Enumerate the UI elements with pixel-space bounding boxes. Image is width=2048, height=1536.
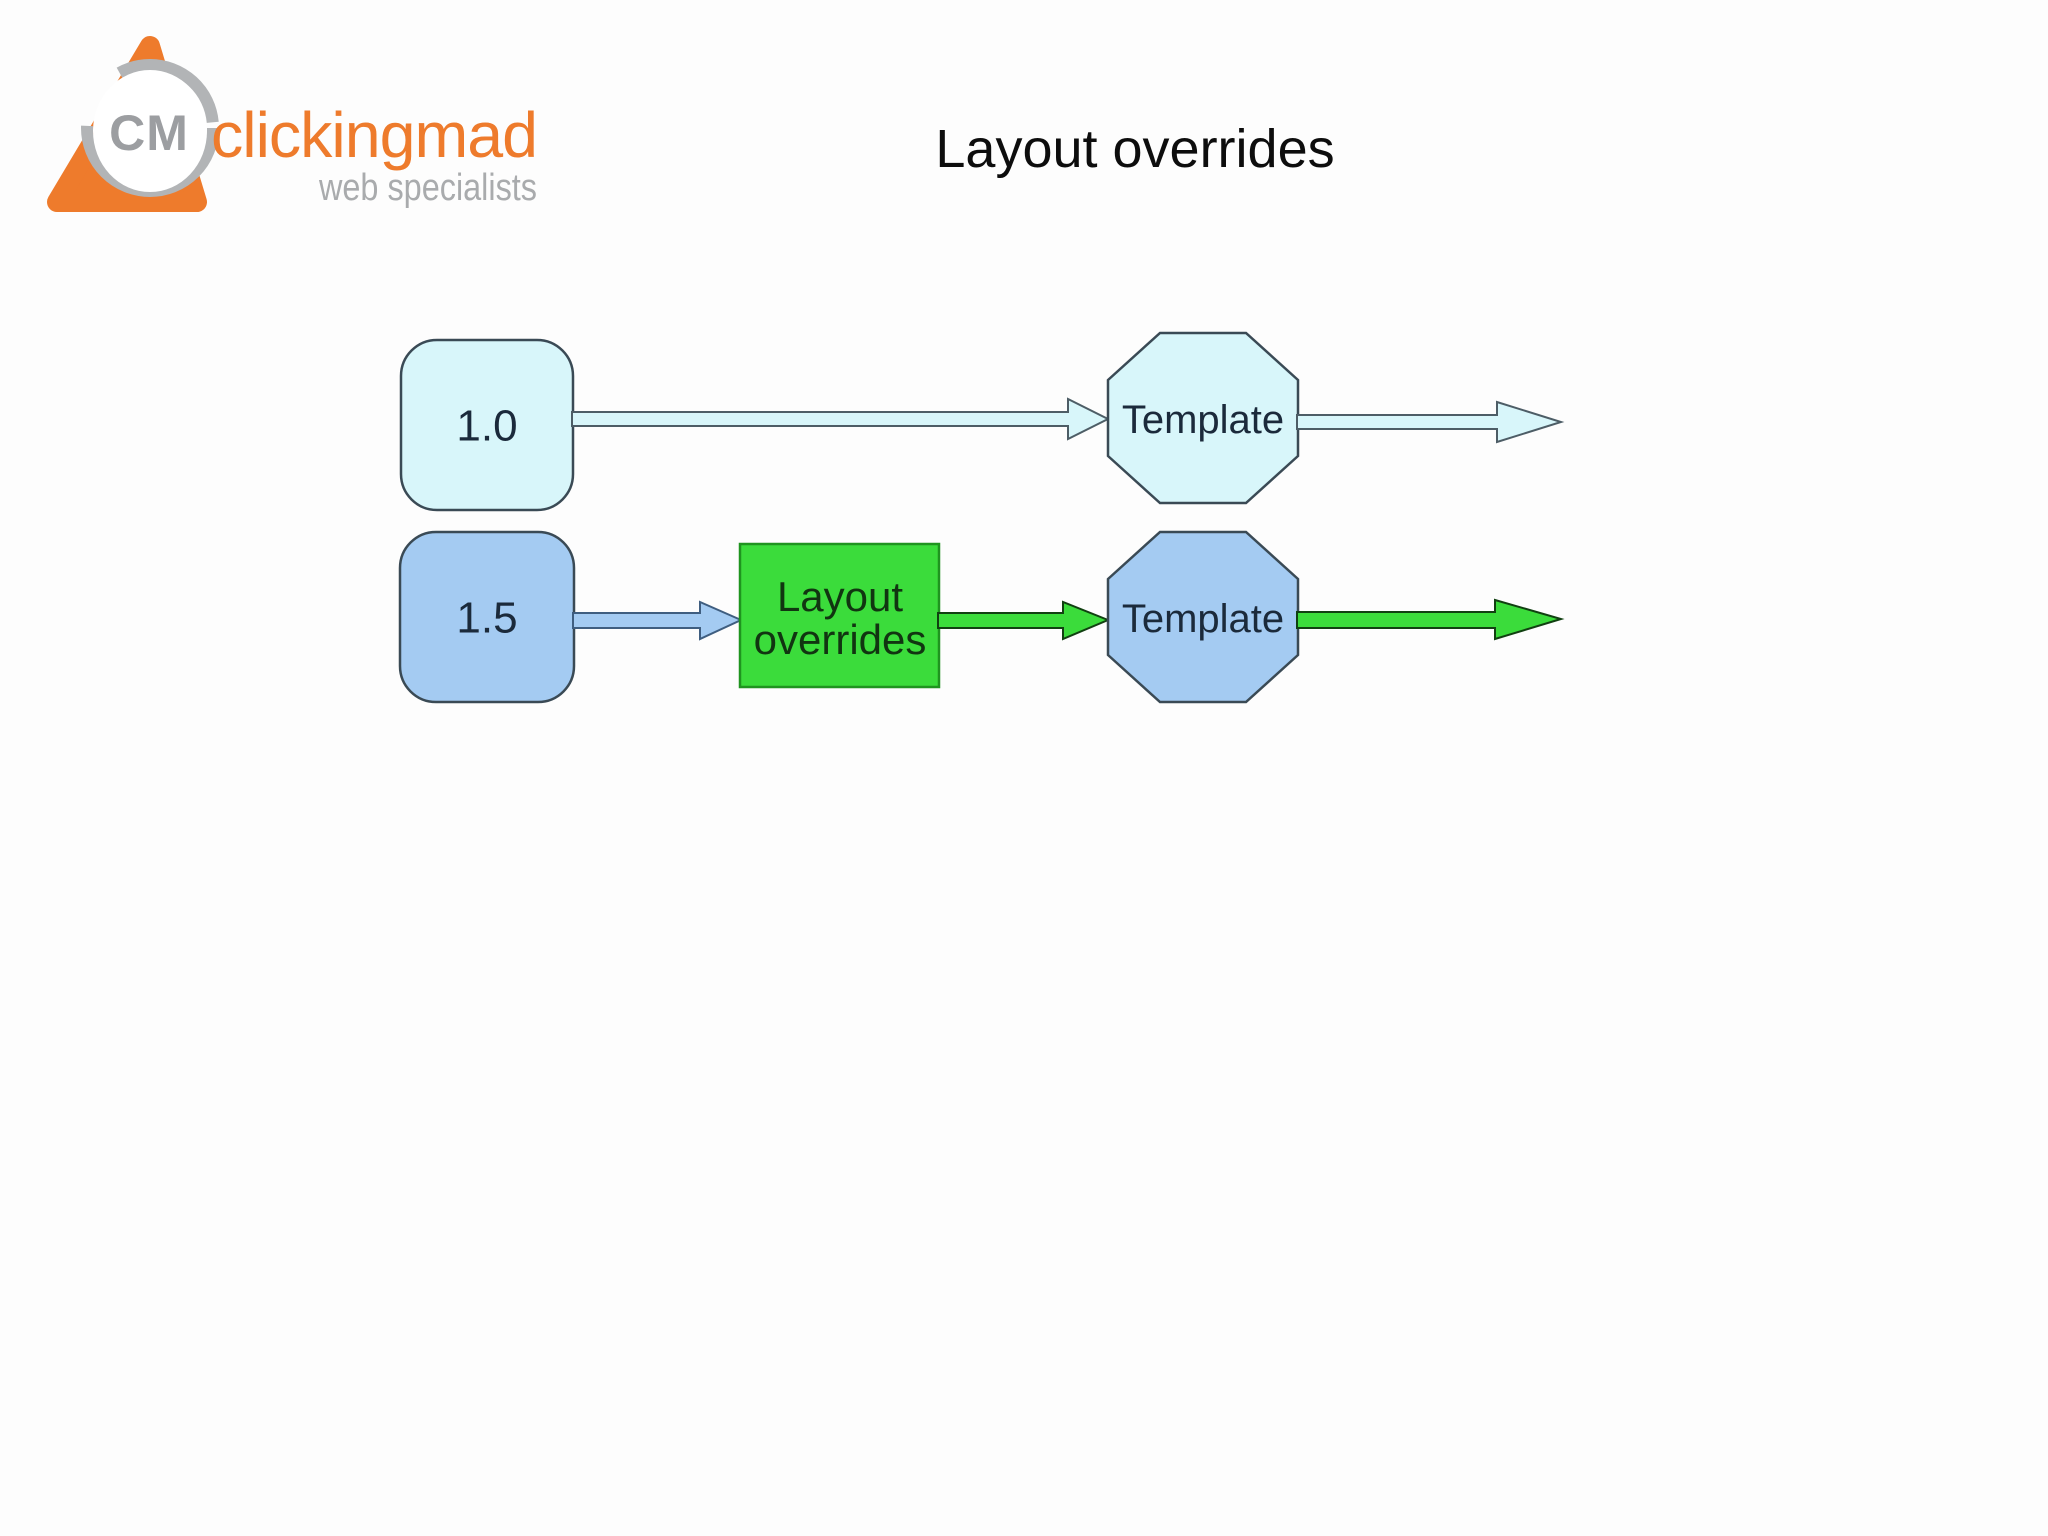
flow-row-version-1-5: 1.5 Layout overrides Template (398, 530, 1565, 704)
arrow-1-5-to-overrides (572, 600, 744, 641)
layout-overrides-label-line2: overrides (754, 616, 927, 663)
logo-circle (93, 70, 207, 192)
template-1-5-label: Template (1122, 597, 1284, 641)
logo-brand-text: clickingmad (211, 99, 537, 171)
flow-row-version-1-0: 1.0 Template (399, 331, 1565, 512)
arrow-template-1-5-out (1296, 598, 1565, 641)
layout-overrides-label-line1: Layout (777, 573, 903, 620)
clickingmad-logo: CM clickingmad web specialists (47, 36, 538, 212)
version-1-5-label: 1.5 (456, 594, 517, 643)
template-1-0-label: Template (1122, 398, 1284, 442)
slide-title: Layout overrides (935, 119, 1335, 179)
arrow-template-1-0-out (1296, 400, 1565, 444)
logo-monogram-text: CM (109, 105, 189, 161)
template-octagon-1-0 (1106, 331, 1300, 505)
logo-tagline-text: web specialists (318, 167, 537, 209)
arrow-overrides-to-template (937, 600, 1111, 641)
layout-overrides-box (738, 542, 941, 689)
template-octagon-1-5 (1106, 530, 1300, 704)
arrow-1-0-to-template (571, 397, 1111, 441)
version-1-0-label: 1.0 (456, 402, 517, 451)
